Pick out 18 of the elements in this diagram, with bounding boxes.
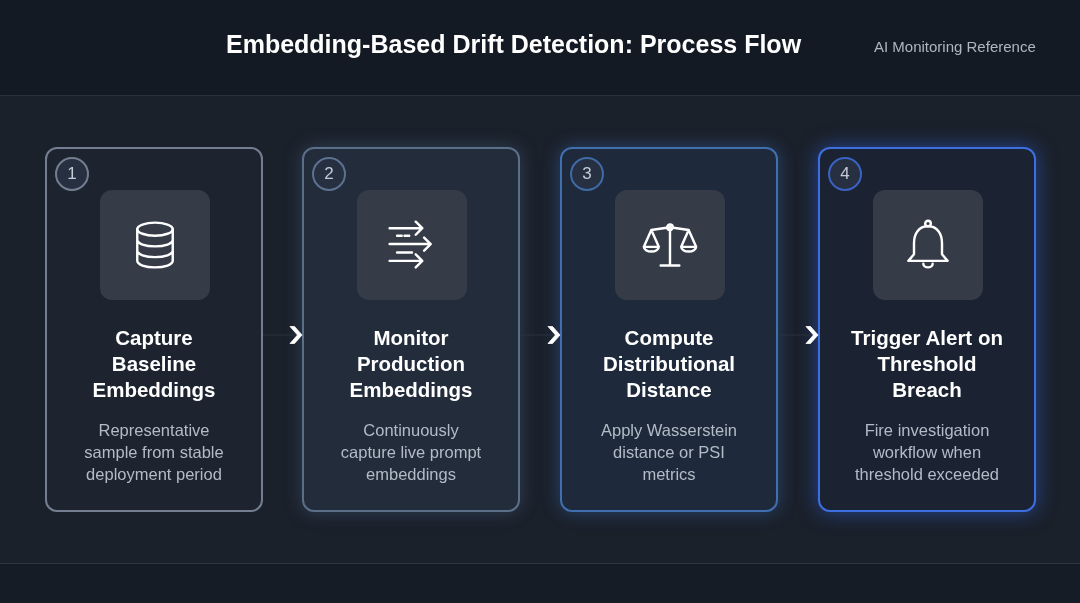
step-description: Representative sample from stable deployment period xyxy=(83,420,225,485)
diagram-title: Embedding-Based Drift Detection: Process Flow xyxy=(226,30,802,59)
step-card xyxy=(560,147,778,512)
step-card xyxy=(818,147,1036,512)
step-number: 1 xyxy=(55,157,89,191)
step-card xyxy=(45,147,263,512)
step-description: Fire investigation workflow when threshold exceeded xyxy=(854,420,1000,485)
step-description: Apply Wasserstein distance or PSI metrics xyxy=(600,420,738,485)
step-card xyxy=(302,147,520,512)
step-title: Trigger Alert on Threshold Breach xyxy=(850,325,1004,403)
header-subtitle: AI Monitoring Reference xyxy=(874,38,1036,55)
step-number: 4 xyxy=(828,157,862,191)
step-title: Compute Distributional Distance xyxy=(601,325,737,403)
step-title: Capture Baseline Embeddings xyxy=(91,325,217,403)
step-title: Monitor Production Embeddings xyxy=(348,325,474,403)
step-description: Continuously capture live prompt embeddings xyxy=(339,420,483,485)
step-number: 2 xyxy=(312,157,346,191)
step-number: 3 xyxy=(570,157,604,191)
